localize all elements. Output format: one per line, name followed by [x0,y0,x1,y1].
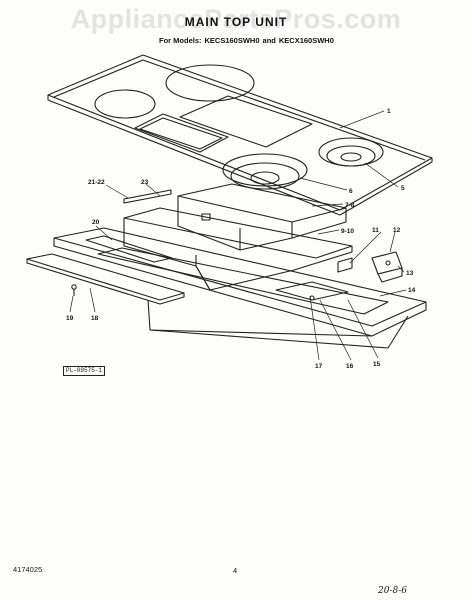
models-joiner: and [262,36,276,45]
part-number-labels: 1 5 6 7-8 9-10 11 12 13 14 15 16 17 18 1… [66,108,416,370]
part-label-5: 5 [401,185,405,192]
part-label-11: 11 [372,227,379,234]
model-2: KECX160SWH0 [278,36,334,45]
part-label-19: 19 [66,315,74,322]
diagram-title: MAIN TOP UNIT [184,15,288,29]
part-label-13: 13 [406,270,414,277]
part-label-17: 17 [315,363,323,370]
part-label-23: 23 [141,179,149,186]
handwritten-note: 20-8-6 [378,586,407,596]
blower-housing [177,183,347,251]
part-label-18: 18 [91,315,99,322]
main-top-panel [47,54,433,216]
document-number: 4174025 [13,565,43,574]
part-label-15: 15 [373,361,381,368]
part-label-21-22: 21-22 [88,179,105,186]
plate-code: PL-09575-1 [63,366,106,376]
part-label-14: 14 [408,287,416,294]
watermark: AppliancePartsPros.com [70,4,402,34]
part-label-20: 20 [92,219,100,226]
part-label-9-10: 9-10 [341,228,354,235]
screw [71,284,77,296]
bottom-pan [53,227,427,349]
front-trim [26,253,185,305]
models-prefix: For Models: [159,36,202,45]
part-label-16: 16 [346,363,354,370]
part-label-1: 1 [387,108,391,115]
center-bar [275,281,349,301]
part-label-12: 12 [393,227,401,234]
brackets [337,251,403,283]
model-1: KECS160SWH0 [204,36,260,45]
side-rail [123,189,172,204]
trim-strip [85,235,173,263]
part-label-6: 6 [349,188,353,195]
part-label-7-8: 7-8 [345,202,355,209]
page-number: 4 [233,566,238,575]
